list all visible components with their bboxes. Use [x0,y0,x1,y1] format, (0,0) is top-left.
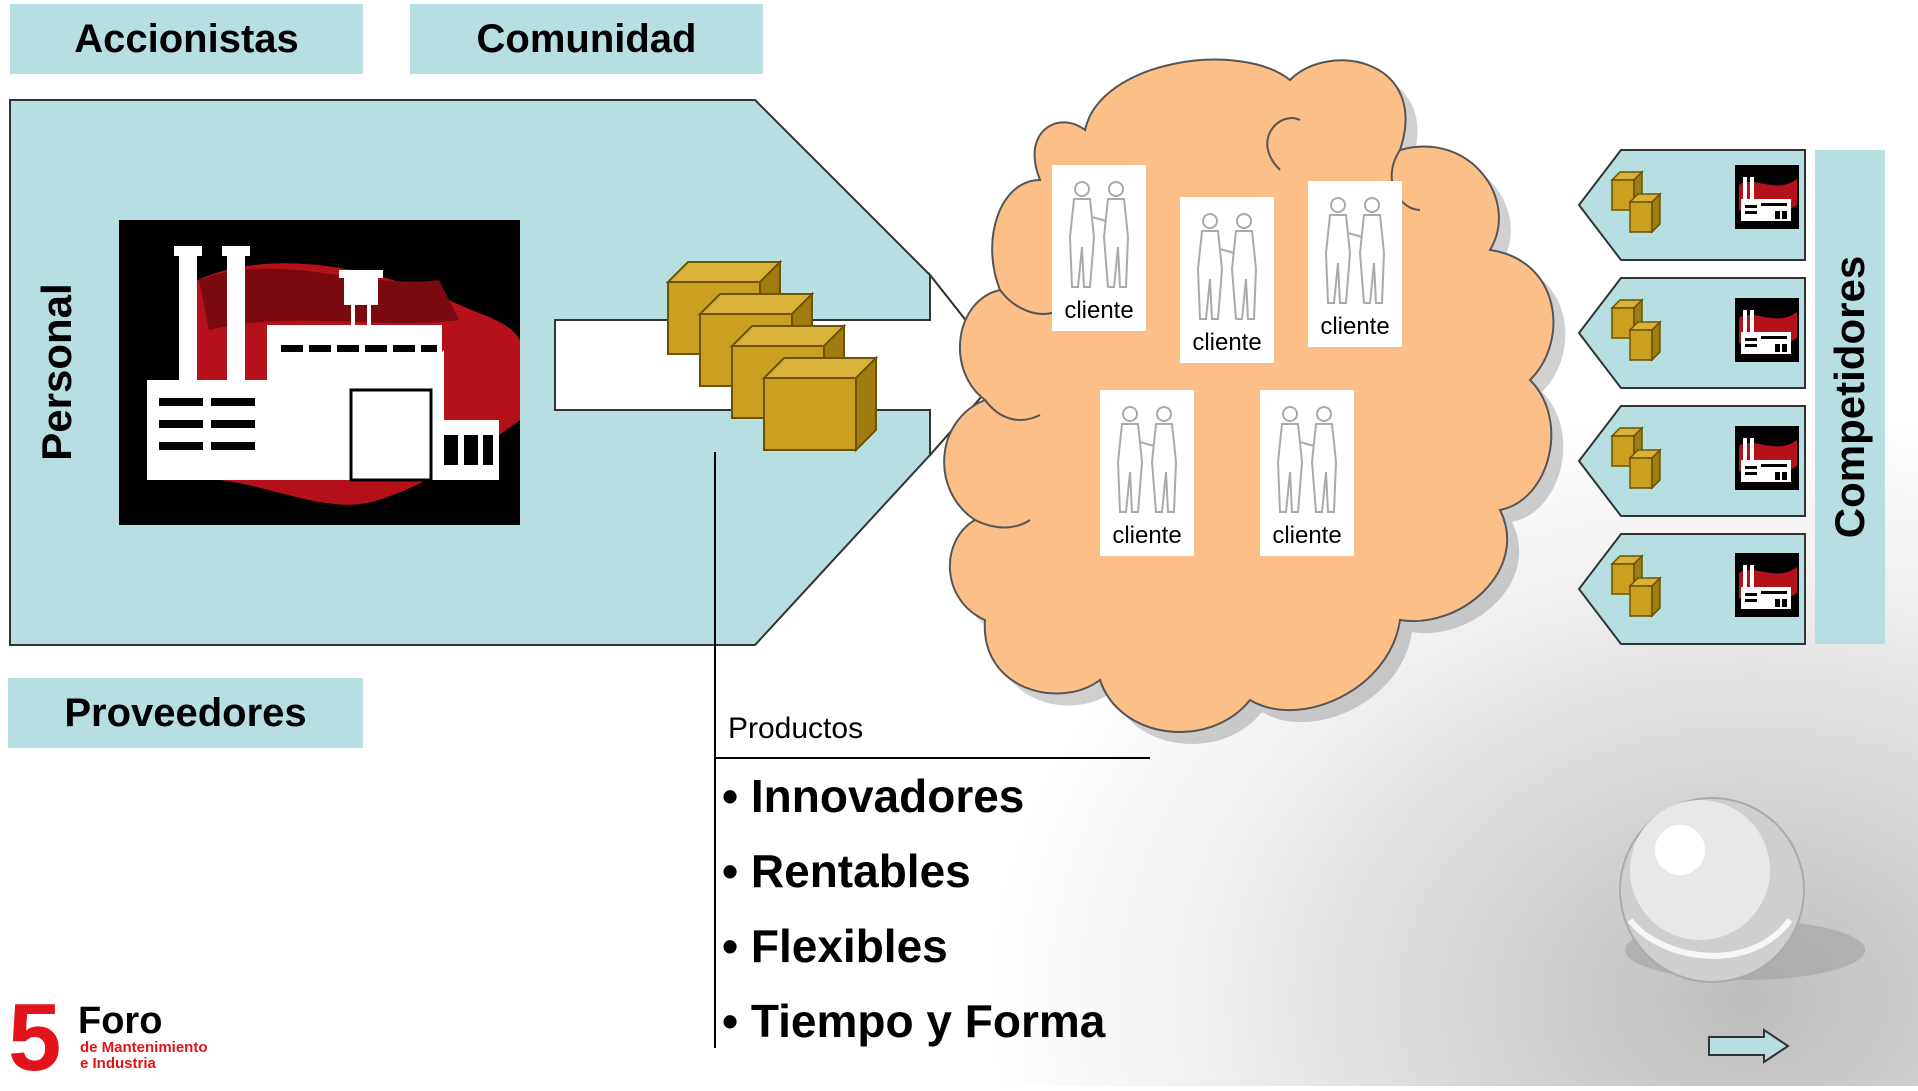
competitor-4 [1577,533,1806,645]
competitor-1 [1577,149,1806,261]
competidores-label: Competidores [1826,255,1873,539]
client-label: cliente [1064,297,1134,324]
product-item: • Rentables [722,845,971,897]
logo-number: 5 [8,984,62,1091]
competitor-2 [1577,277,1806,389]
logo-name: Foro [78,1000,163,1042]
client-photo-4: cliente [1100,390,1194,556]
product-item: • Tiempo y Forma [722,995,1106,1047]
client-label: cliente [1192,329,1262,356]
factory-icon [119,220,520,525]
proveedores-label: Proveedores [64,690,307,735]
glass-sphere [1619,797,1865,983]
logo-subtitle-line1: de Mantenimiento [80,1039,208,1056]
products-list: • Innovadores • Rentables • Flexibles • … [722,768,1105,1068]
client-label: cliente [1272,522,1342,549]
comunidad-tag: Comunidad [410,4,763,74]
handshake-icon [1196,213,1258,320]
client-photo-1: cliente [1052,165,1146,331]
proveedores-tag: Proveedores [8,678,363,748]
accionistas-label: Accionistas [74,16,299,61]
comunidad-label: Comunidad [476,16,697,61]
product-item: • Flexibles [722,920,948,972]
accionistas-tag: Accionistas [10,4,363,74]
client-photo-5: cliente [1260,390,1354,556]
client-photo-3: cliente [1308,181,1402,347]
handshake-icon [1324,197,1386,304]
client-photo-2: cliente [1180,197,1274,363]
productos-title: Productos [728,712,864,745]
competidores-bar [1815,150,1885,644]
client-label: cliente [1320,313,1390,340]
client-label: cliente [1112,522,1182,549]
client-cloud [943,58,1555,733]
logo-subtitle-line2: e Industria [80,1055,156,1072]
competitor-3 [1577,405,1806,517]
next-arrow-icon[interactable] [1708,1028,1790,1064]
personal-label: Personal [33,283,80,461]
handshake-icon [1276,406,1338,513]
logo-subtitle: de Mantenimiento e Industria [80,1040,208,1072]
handshake-icon [1116,406,1178,513]
handshake-icon [1068,181,1130,288]
product-item: • Innovadores [722,770,1025,822]
